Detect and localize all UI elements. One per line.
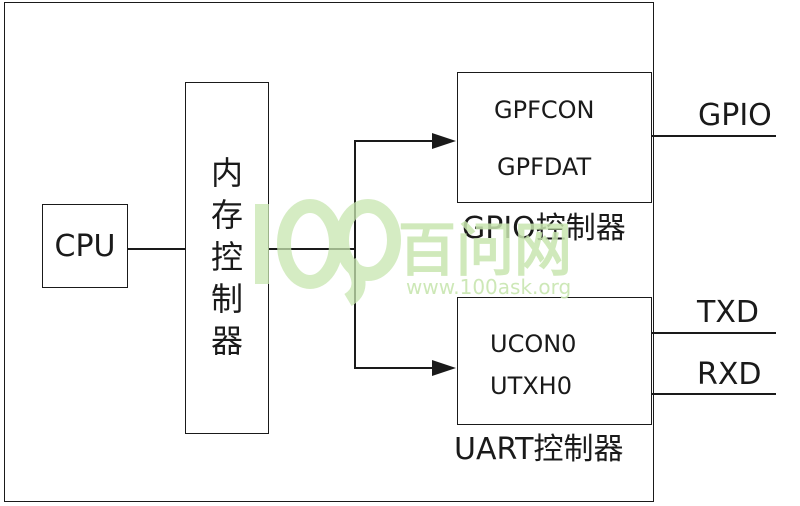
rxd-output-label: RXD xyxy=(697,357,762,392)
uart-register-utxh0: UTXH0 xyxy=(490,372,572,400)
gpio-controller-box xyxy=(457,72,652,203)
txd-output-label: TXD xyxy=(697,295,759,330)
cpu-label: CPU xyxy=(54,229,116,264)
bus-to-gpio-line xyxy=(354,140,434,142)
bus-vertical-line xyxy=(354,140,356,368)
memory-controller-label: 内 存 控 制 器 xyxy=(210,154,243,360)
gpio-register-gpfcon: GPFCON xyxy=(494,96,595,124)
uart-controller-box xyxy=(457,297,652,425)
cpu-box xyxy=(42,204,128,288)
gpio-output-label: GPIO xyxy=(698,98,772,133)
txd-output-line xyxy=(652,332,776,334)
gpio-register-gpfdat: GPFDAT xyxy=(497,153,592,181)
gpio-output-line xyxy=(652,135,776,137)
uart-register-ucon0: UCON0 xyxy=(490,330,577,358)
rxd-output-line xyxy=(652,393,776,395)
uart-controller-caption: UART控制器 xyxy=(454,432,624,467)
bus-to-uart-line xyxy=(354,367,434,369)
arrow-to-gpio-icon xyxy=(432,133,456,149)
gpio-controller-caption: GPIO控制器 xyxy=(462,211,626,246)
cpu-to-memory-line xyxy=(128,248,185,250)
arrow-to-uart-icon xyxy=(432,360,456,376)
bus-stub-line xyxy=(269,248,355,250)
